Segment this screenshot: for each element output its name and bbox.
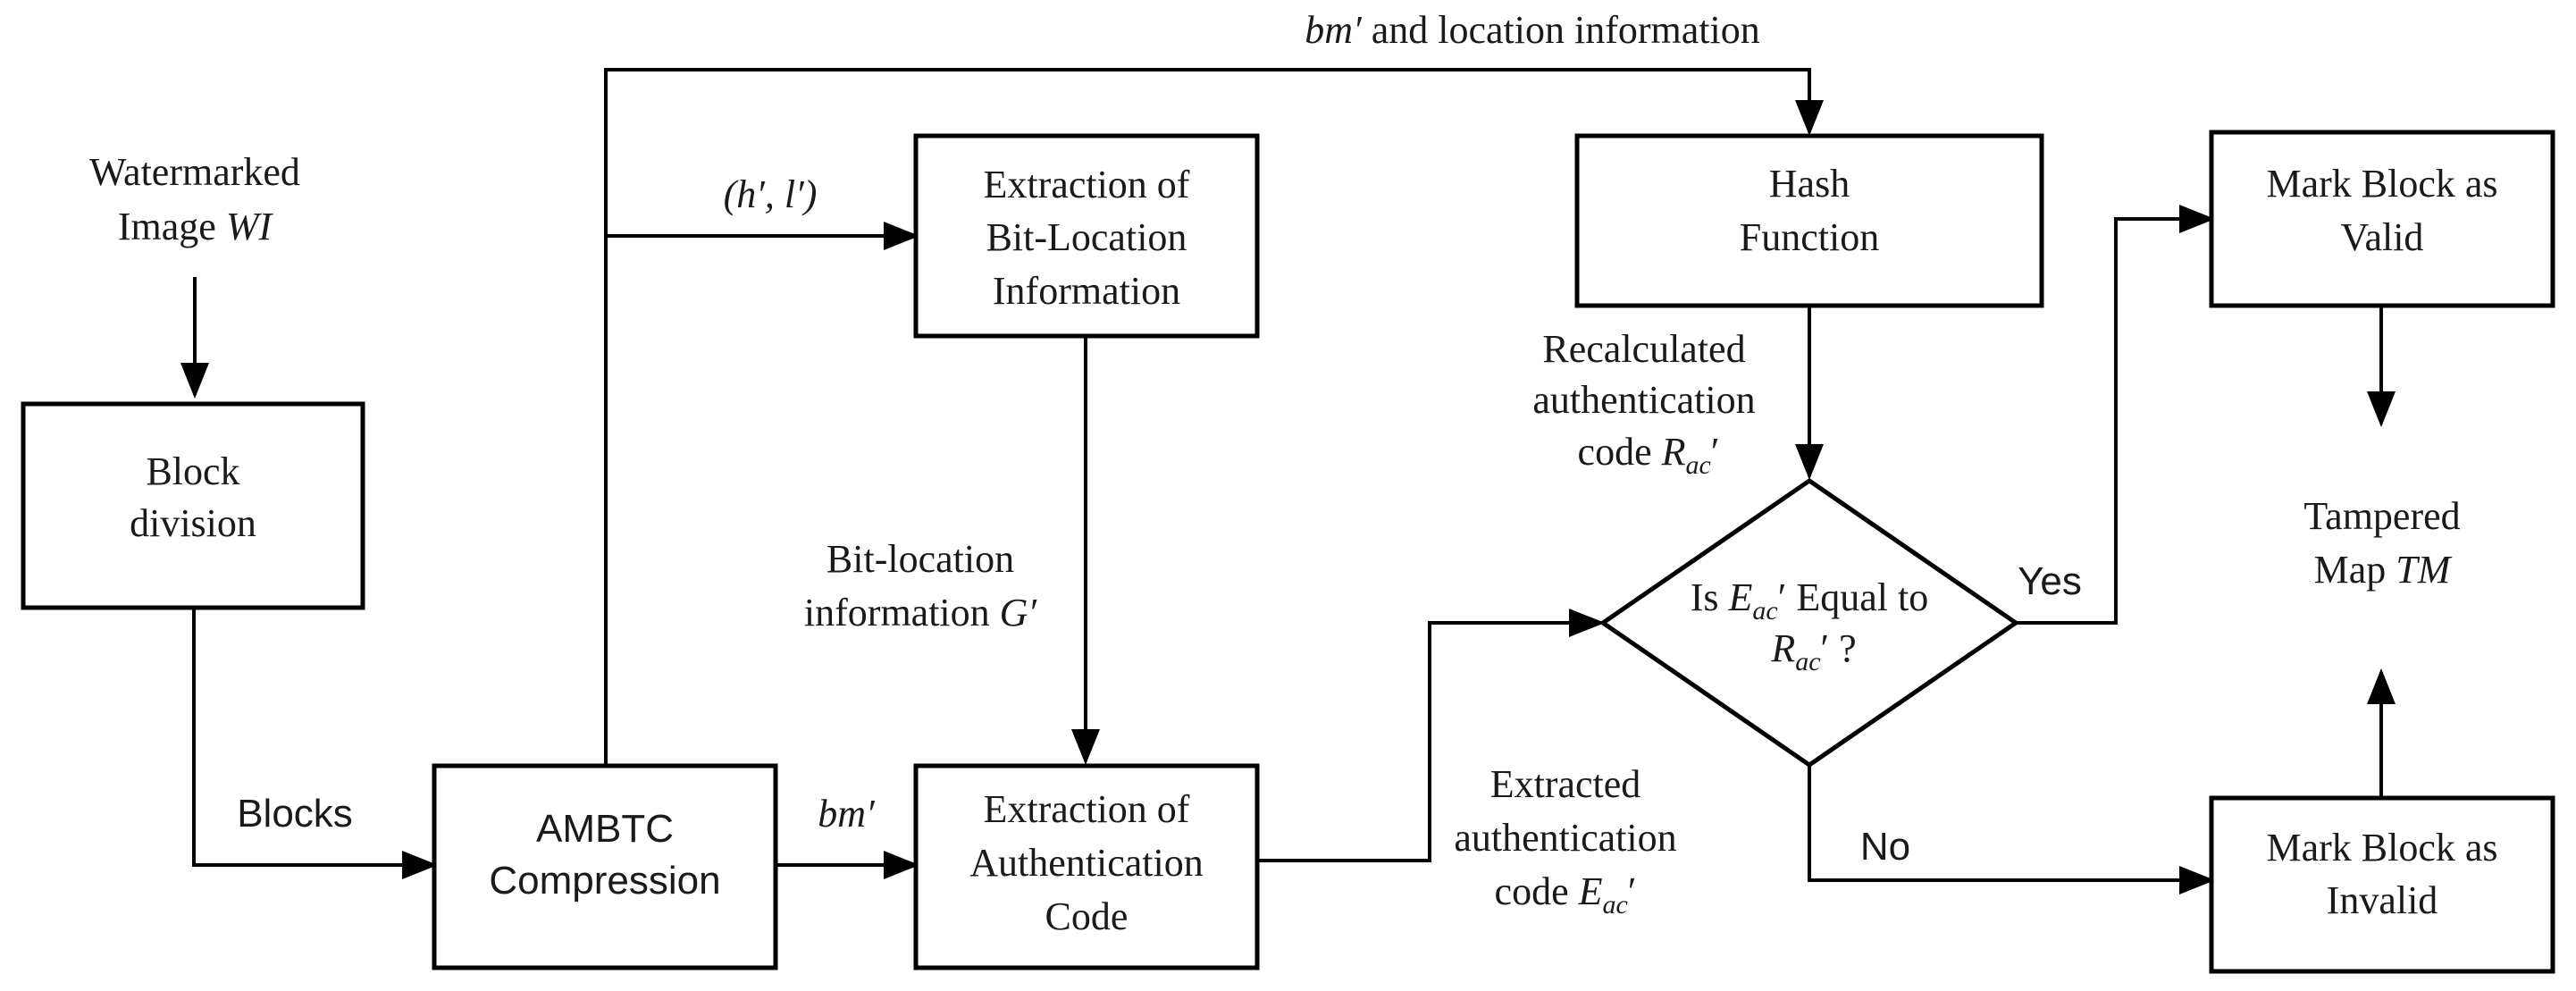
label-extracted-line3: code Eac′ — [1495, 869, 1637, 920]
input-line2: Image WI — [118, 205, 274, 248]
decision-line2: Rac′ ? — [1770, 626, 1856, 676]
node-output: Tampered Map TM — [2303, 494, 2460, 592]
label-hl: (h′, l′) — [724, 172, 818, 216]
node-ambtc: AMBTC Compression — [432, 763, 778, 970]
label-bitloc-line2: information G′ — [804, 591, 1038, 634]
edge-auth-to-decision — [1257, 609, 1605, 862]
edge-labels: Blocks (h′, l′) bm′ and location informa… — [237, 8, 2082, 920]
extract-bitloc-box — [913, 133, 1260, 339]
decision-diamond — [1598, 477, 2020, 768]
node-decision: Is Eac′ Equal to Rac′ ? — [1598, 477, 2020, 768]
node-hash: Hash Function — [1574, 133, 2044, 308]
label-bm: bm′ — [818, 792, 876, 836]
label-recalc-line3: code Rac′ — [1578, 430, 1720, 480]
node-extract-bitloc: Extraction of Bit-Location Information — [913, 133, 1260, 339]
edge-ambtc-to-hash — [604, 68, 1824, 766]
ambtc-box — [432, 763, 778, 970]
valid-line1: Mark Block as — [2266, 162, 2497, 206]
node-invalid: Mark Block as Invalid — [2209, 795, 2555, 974]
label-no: No — [1860, 825, 1910, 869]
edge-decision-no-to-invalid — [1808, 766, 2215, 894]
hash-line1: Hash — [1769, 162, 1850, 206]
extract-auth-line1: Extraction of — [984, 787, 1190, 831]
extract-auth-box — [913, 763, 1260, 970]
decision-line1: Is Eac′ Equal to — [1691, 575, 1928, 626]
edges — [180, 68, 2396, 894]
node-input: Watermarked Image WI — [89, 150, 300, 248]
label-bm-location: bm′ and location information — [1305, 8, 1759, 52]
block-division-line2: division — [130, 501, 256, 545]
block-division-box — [21, 401, 365, 610]
edge-decision-yes-to-valid — [2016, 205, 2215, 625]
output-line1: Tampered — [2303, 494, 2460, 538]
extract-bitloc-line3: Information — [993, 269, 1180, 313]
label-extracted-line1: Extracted — [1490, 762, 1641, 806]
input-line1: Watermarked — [89, 150, 300, 194]
node-valid: Mark Block as Valid — [2209, 130, 2555, 308]
extract-auth-line2: Authentication — [969, 841, 1204, 885]
ambtc-line2: Compression — [489, 859, 720, 903]
block-division-line1: Block — [146, 449, 239, 493]
node-block-division: Block division — [21, 401, 365, 610]
extract-bitloc-line1: Extraction of — [984, 163, 1190, 206]
label-blocks: Blocks — [237, 792, 353, 836]
label-recalc-line2: authentication — [1532, 378, 1755, 422]
valid-box — [2209, 130, 2555, 308]
valid-line2: Valid — [2341, 215, 2424, 259]
label-yes: Yes — [2018, 559, 2082, 603]
label-recalc-line1: Recalculated — [1542, 327, 1745, 371]
ambtc-line1: AMBTC — [536, 807, 674, 851]
extract-bitloc-line2: Bit-Location — [986, 215, 1187, 259]
hash-box — [1574, 133, 2044, 308]
output-line2: Map TM — [2314, 548, 2453, 592]
label-bitloc-line1: Bit-location — [827, 537, 1014, 581]
invalid-box — [2209, 795, 2555, 974]
invalid-line1: Mark Block as — [2266, 826, 2497, 869]
node-extract-auth: Extraction of Authentication Code — [913, 763, 1260, 970]
extract-auth-line3: Code — [1045, 894, 1129, 938]
label-extracted-line2: authentication — [1454, 816, 1676, 860]
hash-line2: Function — [1740, 215, 1879, 259]
invalid-line2: Invalid — [2327, 878, 2438, 922]
edge-blockdivision-to-ambtc — [192, 608, 438, 879]
